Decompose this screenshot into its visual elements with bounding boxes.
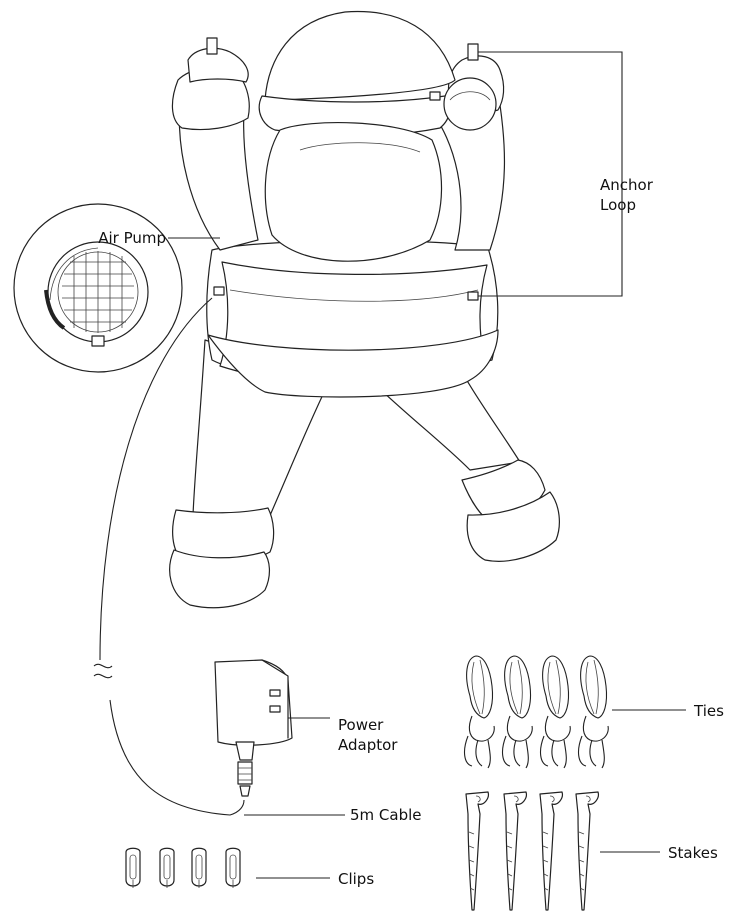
clip-icon (126, 848, 140, 888)
stake-icon (504, 792, 526, 910)
air-pump-inset: Air Pump (14, 204, 220, 372)
anchor-loop-label-line2: Loop (600, 196, 636, 214)
clip-icon (226, 848, 240, 888)
clips-group: Clips (126, 848, 374, 888)
clip-icon (192, 848, 206, 888)
tie-icon (541, 656, 571, 768)
power-adaptor-callout: Power Adaptor (288, 716, 398, 754)
stakes-label: Stakes (668, 844, 718, 862)
stake-icon (466, 792, 488, 910)
tie-icon (579, 656, 609, 768)
power-adaptor-label-line2: Adaptor (338, 736, 398, 754)
clips-label: Clips (338, 870, 374, 888)
power-adaptor-icon (215, 660, 292, 796)
inflatable-santa-icon (170, 12, 560, 608)
stake-icon (540, 792, 562, 910)
clip-icon (160, 848, 174, 888)
cable-label: 5m Cable (350, 806, 422, 824)
stakes-group: Stakes (466, 792, 718, 910)
ties-group: Ties (465, 656, 725, 768)
air-pump-label: Air Pump (98, 229, 166, 247)
anchor-loop-label-line1: Anchor (600, 176, 654, 194)
tie-icon (503, 656, 533, 768)
tie-icon (465, 656, 495, 768)
ties-label: Ties (693, 702, 724, 720)
stake-icon (576, 792, 598, 910)
power-adaptor-label-line1: Power (338, 716, 384, 734)
